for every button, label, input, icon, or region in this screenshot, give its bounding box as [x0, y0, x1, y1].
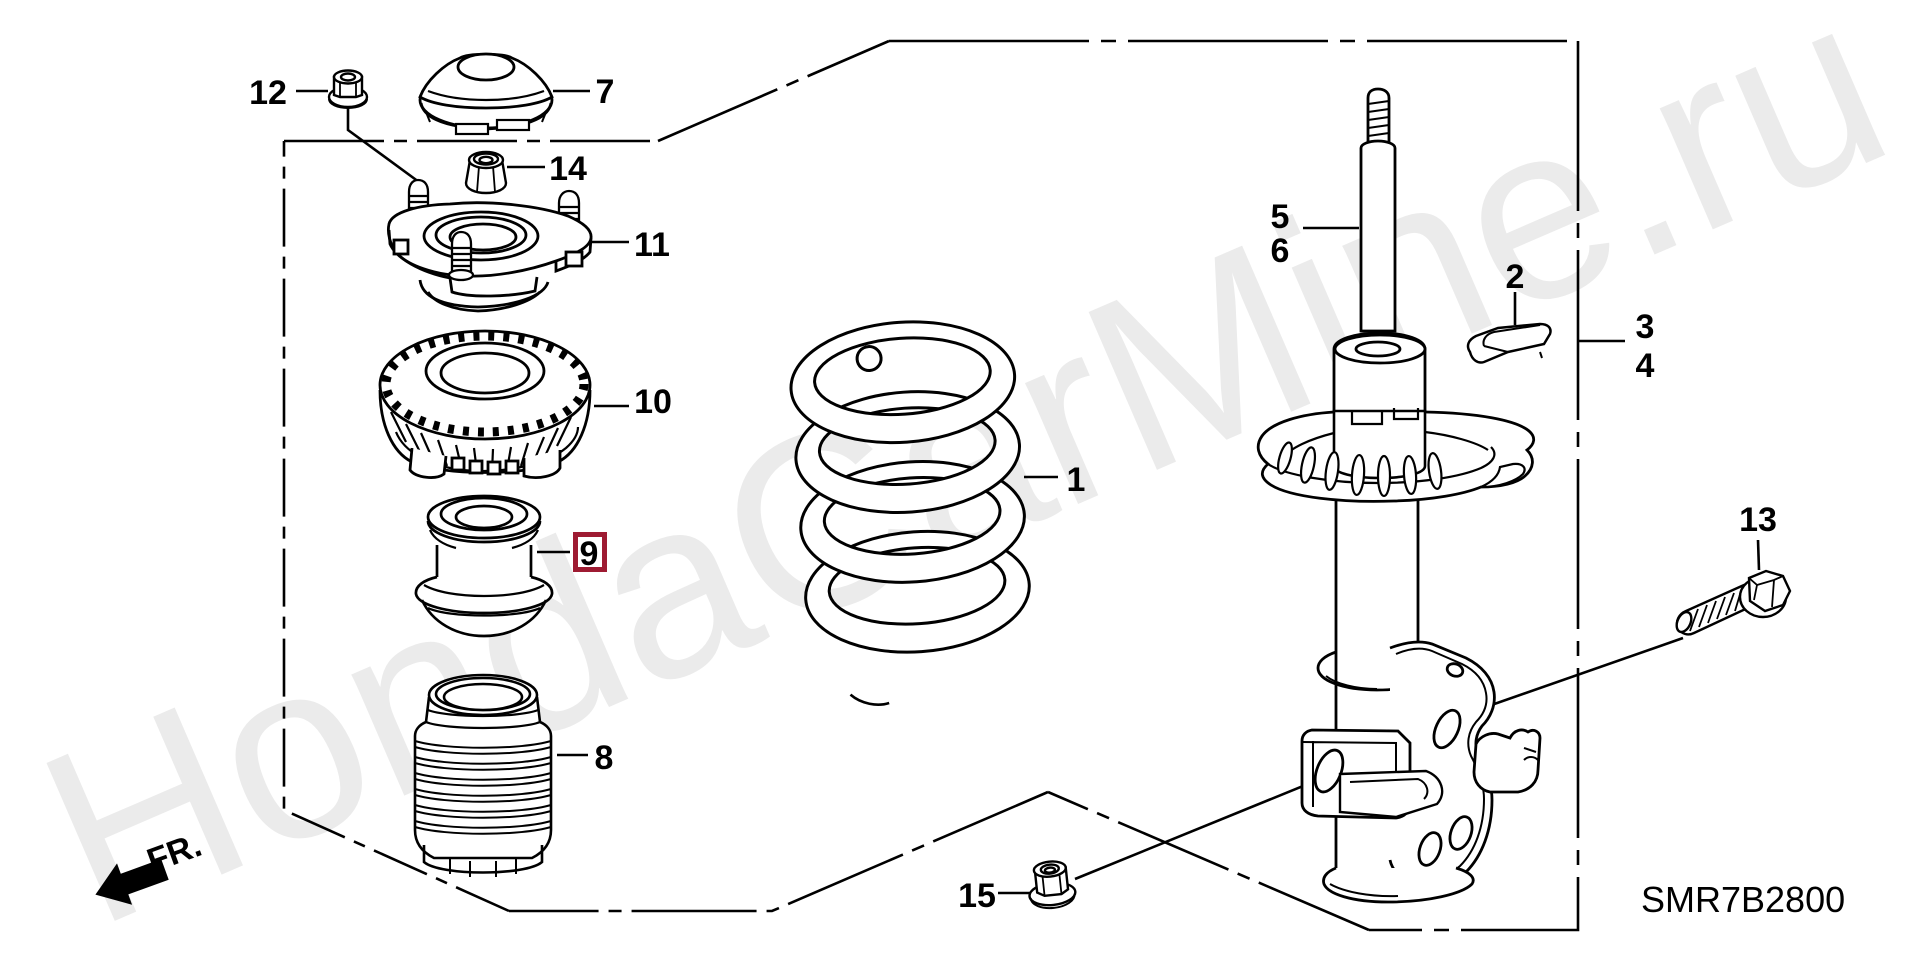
svg-text:4: 4: [1636, 347, 1655, 385]
svg-text:9: 9: [580, 535, 599, 573]
svg-text:7: 7: [596, 73, 615, 111]
svg-text:SMR7B2800: SMR7B2800: [1641, 879, 1845, 920]
svg-text:10: 10: [634, 383, 672, 421]
svg-text:15: 15: [958, 877, 996, 915]
svg-text:1: 1: [1067, 461, 1086, 499]
svg-text:6: 6: [1271, 232, 1290, 270]
svg-text:5: 5: [1271, 198, 1290, 236]
svg-text:14: 14: [549, 150, 587, 188]
svg-text:8: 8: [595, 739, 614, 777]
svg-text:13: 13: [1739, 501, 1777, 539]
svg-text:12: 12: [249, 74, 287, 112]
svg-text:3: 3: [1636, 308, 1655, 346]
svg-text:2: 2: [1506, 258, 1525, 296]
svg-text:11: 11: [634, 226, 670, 264]
